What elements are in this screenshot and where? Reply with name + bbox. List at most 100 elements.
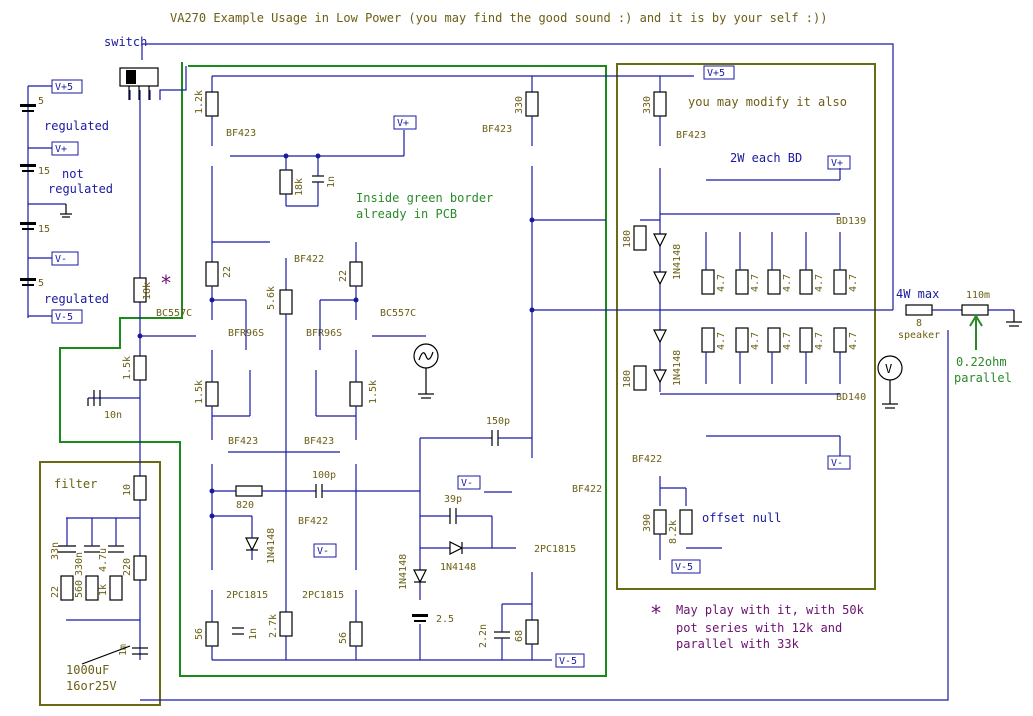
svg-text:1N4148: 1N4148 <box>672 244 683 280</box>
filter-label: filter <box>54 477 97 491</box>
svg-text:18k: 18k <box>294 178 305 196</box>
note-not-regulated-1: not <box>62 167 84 181</box>
note-modify: you may modify it also <box>688 95 847 109</box>
note-each-bd: 2W each BD <box>730 151 802 165</box>
svg-text:100p: 100p <box>312 470 336 481</box>
svg-text:V: V <box>885 362 892 376</box>
svg-text:820: 820 <box>236 500 254 511</box>
filter-box <box>39 461 161 706</box>
svg-text:18k: 18k <box>142 282 153 300</box>
rail-pin-vm5-bottom: V-5 <box>555 653 585 668</box>
note-pot-3: parallel with 33k <box>676 637 800 651</box>
note-max-power: 4W max <box>896 287 939 301</box>
note-regulated-top: regulated <box>44 119 109 133</box>
switch[interactable] <box>119 67 159 87</box>
svg-text:V-: V- <box>461 478 473 489</box>
note-cap-2: 16or25V <box>66 679 117 693</box>
svg-text:4.7: 4.7 <box>716 274 727 292</box>
svg-text:BFR96S: BFR96S <box>306 328 342 339</box>
svg-text:22: 22 <box>338 270 349 282</box>
svg-text:5: 5 <box>38 278 44 289</box>
svg-text:2.2n: 2.2n <box>478 624 489 648</box>
svg-text:1N4148: 1N4148 <box>440 562 476 573</box>
rail-pin-vm5-left: V-5 <box>51 309 83 324</box>
svg-text:150p: 150p <box>486 416 510 427</box>
svg-text:4.7: 4.7 <box>814 274 825 292</box>
rail-pin-vp5-left: V+5 <box>51 79 83 94</box>
svg-text:22: 22 <box>50 586 61 598</box>
svg-text:1.5k: 1.5k <box>194 380 205 404</box>
svg-text:330: 330 <box>514 96 525 114</box>
svg-text:V-5: V-5 <box>55 312 73 323</box>
svg-text:4.7u: 4.7u <box>98 548 109 572</box>
note-inside-border-1: Inside green border <box>356 191 493 205</box>
note-regulated-bottom: regulated <box>44 292 109 306</box>
rail-pin-vm-center: V- <box>313 543 337 558</box>
svg-text:15: 15 <box>38 166 50 177</box>
svg-text:BF422: BF422 <box>572 484 602 495</box>
svg-text:BF422: BF422 <box>632 454 662 465</box>
svg-text:V-: V- <box>317 546 329 557</box>
svg-text:speaker: speaker <box>898 330 940 341</box>
svg-text:1.5k: 1.5k <box>368 380 379 404</box>
svg-text:1N4148: 1N4148 <box>672 350 683 386</box>
svg-text:330: 330 <box>642 96 653 114</box>
svg-text:10n: 10n <box>104 410 122 421</box>
svg-text:BD140: BD140 <box>836 392 866 403</box>
svg-text:1.2k: 1.2k <box>194 90 205 114</box>
speaker-load <box>905 304 933 316</box>
svg-text:8: 8 <box>916 318 922 329</box>
svg-text:4.7: 4.7 <box>848 274 859 292</box>
svg-text:V-: V- <box>831 458 843 469</box>
note-not-regulated-2: regulated <box>48 182 113 196</box>
svg-text:1k: 1k <box>98 584 109 596</box>
svg-text:BF423: BF423 <box>226 128 256 139</box>
rail-pin-vp-left: V+ <box>51 141 79 156</box>
svg-text:V+5: V+5 <box>707 68 725 79</box>
battery-stack: 5 15 15 5 <box>20 85 72 318</box>
resistor-18k-input <box>133 277 147 303</box>
svg-text:4.7: 4.7 <box>782 274 793 292</box>
svg-text:4.7: 4.7 <box>782 332 793 350</box>
output-resistor-bank: 4.7 4.7 4.7 4.7 4.7 4.7 4.7 4.7 4.7 4.7 <box>701 269 859 353</box>
svg-text:56: 56 <box>194 628 205 640</box>
svg-text:560: 560 <box>74 580 85 598</box>
title: VA270 Example Usage in Low Power (you ma… <box>170 11 827 25</box>
svg-text:V+: V+ <box>397 118 409 129</box>
note-cap-1: 1000uF <box>66 663 109 677</box>
svg-text:BF422: BF422 <box>298 516 328 527</box>
svg-text:15: 15 <box>38 224 50 235</box>
rail-pin-vp5-top: V+5 <box>703 65 735 80</box>
svg-text:180: 180 <box>622 370 633 388</box>
svg-text:22: 22 <box>222 266 233 278</box>
svg-text:390: 390 <box>642 514 653 532</box>
svg-text:V-5: V-5 <box>559 656 577 667</box>
svg-text:BD139: BD139 <box>836 216 866 227</box>
svg-text:BC557C: BC557C <box>380 308 416 319</box>
svg-text:4.7: 4.7 <box>750 274 761 292</box>
note-pot-2: pot series with 12k and <box>676 621 842 635</box>
note-offset-null: offset null <box>702 511 781 525</box>
svg-text:BF423: BF423 <box>304 436 334 447</box>
svg-text:V-: V- <box>55 254 67 265</box>
svg-text:33n: 33n <box>50 542 61 560</box>
svg-text:2PC1815: 2PC1815 <box>302 590 344 601</box>
pcb-border <box>59 62 607 677</box>
svg-text:1m: 1m <box>118 644 129 656</box>
svg-text:1.5k: 1.5k <box>122 356 133 380</box>
svg-text:V+: V+ <box>831 158 843 169</box>
svg-text:V+5: V+5 <box>55 82 73 93</box>
note-pot-1: May play with it, with 50k <box>676 603 865 617</box>
svg-text:4.7: 4.7 <box>750 332 761 350</box>
svg-text:2.5: 2.5 <box>436 614 454 625</box>
rail-pin-vp-right: V+ <box>827 155 851 170</box>
svg-text:4.7: 4.7 <box>814 332 825 350</box>
svg-text:56: 56 <box>338 632 349 644</box>
svg-text:BF423: BF423 <box>482 124 512 135</box>
svg-text:2PC1815: 2PC1815 <box>226 590 268 601</box>
rail-pin-vp-center: V+ <box>393 115 417 130</box>
rail-pin-vm-driver: V- <box>457 475 481 490</box>
svg-text:2PC1815: 2PC1815 <box>534 544 576 555</box>
svg-text:68: 68 <box>514 630 525 642</box>
rail-pin-vm-right: V- <box>827 455 851 470</box>
